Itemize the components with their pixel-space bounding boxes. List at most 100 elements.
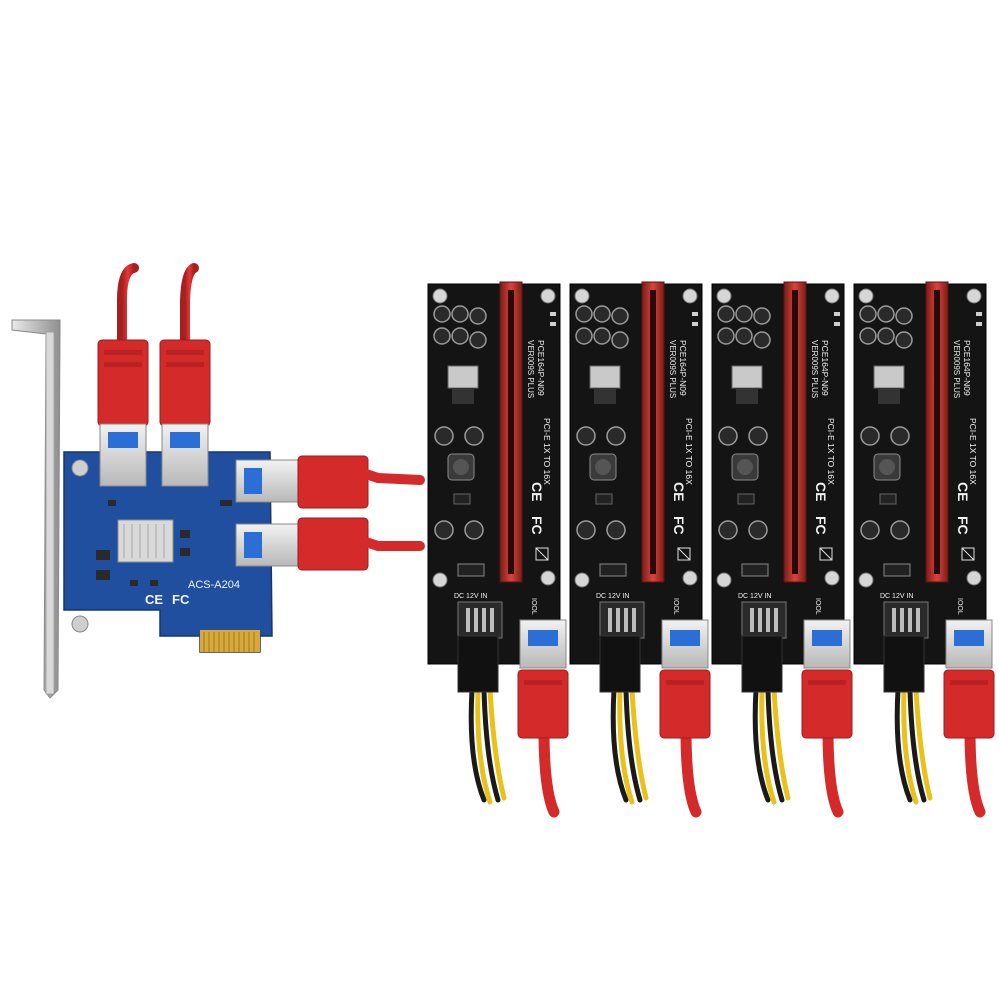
mount-hole xyxy=(540,288,556,304)
riser-fc-mark: FC xyxy=(671,516,687,535)
usb-port-side-2 xyxy=(235,523,301,567)
power-wire xyxy=(617,687,635,805)
mount-hole xyxy=(858,288,874,304)
usb-plug-grip xyxy=(808,680,846,685)
riser-model-label: PCE164P-N09 xyxy=(820,340,830,396)
capacitor xyxy=(469,307,487,325)
mount-hole xyxy=(71,459,89,477)
usb-cable-down xyxy=(680,724,702,818)
riser-version-label: VER009S PLUS xyxy=(668,340,677,398)
led-indicator xyxy=(550,322,556,326)
weee-bin-icon-slash xyxy=(535,547,549,561)
usb-plug xyxy=(801,669,853,739)
capacitor xyxy=(890,520,910,540)
power-wire xyxy=(894,687,913,803)
riser-power-label: DC 12V IN xyxy=(454,593,487,600)
capacitor xyxy=(451,327,469,345)
usb-plug-grip xyxy=(950,680,988,685)
riser-version-label: VER009S PLUS xyxy=(952,340,961,398)
mount-hole xyxy=(540,570,556,586)
weee-bin-icon-slash xyxy=(677,547,691,561)
capacitor xyxy=(895,331,913,349)
adapter-fc-mark: FC xyxy=(172,592,190,607)
capacitor xyxy=(877,327,895,345)
capacitor xyxy=(469,331,487,349)
capacitor xyxy=(748,426,768,446)
riser-usb-label: IOOL xyxy=(672,598,679,615)
regulator-body xyxy=(736,388,758,404)
adapter-model-label: ACS-A204 xyxy=(188,579,240,591)
mount-hole xyxy=(824,570,840,586)
mount-hole xyxy=(966,288,982,304)
capacitor xyxy=(606,520,626,540)
power-pin xyxy=(624,608,628,632)
smd-chip xyxy=(595,493,613,505)
power-wire xyxy=(765,687,785,803)
power-pin xyxy=(474,608,478,632)
riser-spec-label: PCI-E 1X TO 16X xyxy=(826,418,836,485)
usb-port-insert xyxy=(670,630,700,646)
inductor-core xyxy=(595,459,611,475)
capacitor xyxy=(575,327,593,345)
power-wire xyxy=(752,687,771,803)
riser-spec-label: PCI-E 1X TO 16X xyxy=(542,418,552,485)
power-wire xyxy=(901,687,919,805)
riser-version-label: VER009S PLUS xyxy=(810,340,819,398)
mount-hole xyxy=(432,572,448,588)
riser-usb-label: IOOL xyxy=(814,598,821,615)
smd-chip xyxy=(737,493,755,505)
power-pin xyxy=(750,608,754,632)
smd-components xyxy=(96,500,232,586)
voltage-regulator xyxy=(589,365,621,389)
power-connector xyxy=(599,601,645,639)
weee-bin-icon xyxy=(961,547,975,561)
mount-hole xyxy=(858,572,874,588)
power-plug xyxy=(599,635,641,693)
usb-port-insert xyxy=(812,630,842,646)
led-indicator xyxy=(692,312,698,316)
usb-port-top-2 xyxy=(161,423,209,487)
riser-model-label: PCE164P-N09 xyxy=(678,340,688,396)
power-plug xyxy=(457,635,499,693)
regulator-body xyxy=(452,388,474,404)
riser-power-label: DC 12V IN xyxy=(596,593,629,600)
power-pin xyxy=(466,608,470,632)
power-wire xyxy=(481,687,501,803)
power-connector xyxy=(741,601,787,639)
power-connector xyxy=(457,601,503,639)
capacitor xyxy=(451,305,469,323)
mount-hole xyxy=(824,288,840,304)
capacitor xyxy=(433,305,451,323)
capacitor xyxy=(575,305,593,323)
capacitor xyxy=(753,331,771,349)
usb-port-insert xyxy=(954,630,984,646)
power-plug xyxy=(883,635,925,693)
regulator-body xyxy=(878,388,900,404)
mount-hole xyxy=(574,572,590,588)
smd-chip xyxy=(457,563,485,577)
power-connector xyxy=(883,601,929,639)
capacitor xyxy=(593,327,611,345)
mount-hole xyxy=(682,570,698,586)
usb-port-insert xyxy=(528,630,558,646)
riser-ce-mark: CE xyxy=(813,482,829,501)
regulator-body xyxy=(594,388,616,404)
capacitor xyxy=(895,307,913,325)
smd-chip xyxy=(883,563,911,577)
capacitor xyxy=(611,307,629,325)
mount-hole xyxy=(71,615,89,633)
weee-bin-icon xyxy=(535,547,549,561)
capacitor xyxy=(859,327,877,345)
power-plug xyxy=(741,635,783,693)
riser-usb-label: IOOL xyxy=(530,598,537,615)
capacitor xyxy=(859,305,877,323)
riser-model-label: PCE164P-N09 xyxy=(536,340,546,396)
capacitor xyxy=(753,307,771,325)
inductor-core xyxy=(737,459,753,475)
voltage-regulator xyxy=(447,365,479,389)
led-indicator xyxy=(976,312,982,316)
usb-cable-down xyxy=(822,724,844,818)
